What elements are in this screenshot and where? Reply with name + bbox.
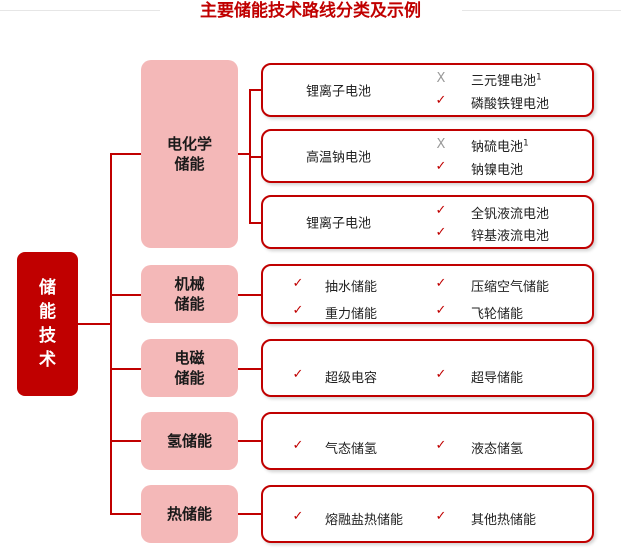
connector-branch bbox=[110, 440, 141, 442]
connector-to-box bbox=[238, 513, 261, 515]
category-thermal: 热储能 bbox=[141, 485, 238, 543]
example-box-electromagnetic: ✓ 超级电容 ✓ 超导储能 bbox=[261, 339, 594, 397]
connector-branch bbox=[110, 153, 141, 155]
check-icon: ✓ bbox=[435, 203, 447, 218]
box-label: 高温钠电池 bbox=[306, 150, 372, 166]
title-rule-right bbox=[462, 10, 621, 11]
example-item: 气态储氢 bbox=[325, 442, 378, 457]
example-item: 锌基液流电池 bbox=[471, 229, 550, 244]
example-item: 钠硫电池1 bbox=[471, 138, 529, 155]
example-item: 全钒液流电池 bbox=[471, 207, 550, 222]
example-item: 液态储氢 bbox=[471, 442, 524, 457]
check-icon: ✓ bbox=[435, 509, 447, 524]
box-label: 锂离子电池 bbox=[306, 216, 372, 232]
example-item: 超级电容 bbox=[325, 371, 378, 386]
check-icon: ✓ bbox=[292, 303, 304, 318]
example-item: 三元锂电池1 bbox=[471, 72, 542, 89]
example-box-hydrogen: ✓ 气态储氢 ✓ 液态储氢 bbox=[261, 412, 594, 470]
root-char: 能 bbox=[39, 302, 56, 322]
check-icon: ✓ bbox=[292, 276, 304, 291]
example-item: 抽水储能 bbox=[325, 280, 378, 295]
check-icon: ✓ bbox=[292, 509, 304, 524]
category-label: 氢储能 bbox=[166, 432, 212, 450]
example-item: 钠镍电池 bbox=[471, 163, 524, 178]
example-item: 重力储能 bbox=[325, 307, 378, 322]
check-icon: ✓ bbox=[435, 303, 447, 318]
category-electrochemical: 电化学 储能 bbox=[141, 60, 238, 248]
example-box-mechanical: ✓ 抽水储能 ✓ 压缩空气储能 ✓ 重力储能 ✓ 飞轮储能 bbox=[261, 264, 594, 324]
connector-to-box bbox=[238, 294, 261, 296]
category-hydrogen: 氢储能 bbox=[141, 412, 238, 470]
category-label: 热储能 bbox=[166, 505, 212, 523]
cross-icon: X bbox=[436, 71, 446, 86]
connector-root bbox=[78, 323, 111, 325]
example-item: 超导储能 bbox=[471, 371, 524, 386]
category-mechanical: 机械 储能 bbox=[141, 265, 238, 323]
example-item: 熔融盐热储能 bbox=[325, 513, 404, 528]
connector-branch bbox=[110, 513, 141, 515]
root-char: 术 bbox=[39, 350, 56, 370]
example-item: 压缩空气储能 bbox=[471, 280, 550, 295]
category-label: 电化学 bbox=[166, 135, 212, 153]
check-icon: ✓ bbox=[435, 93, 447, 108]
check-icon: ✓ bbox=[292, 367, 304, 382]
connector-branch bbox=[110, 294, 141, 296]
connector-to-box bbox=[238, 440, 261, 442]
footnote-mark: 1 bbox=[536, 72, 542, 83]
category-label: 机械 bbox=[174, 275, 205, 293]
check-icon: ✓ bbox=[435, 276, 447, 291]
connector-to-box bbox=[249, 89, 261, 91]
root-char: 技 bbox=[39, 326, 56, 346]
connector-branch bbox=[110, 368, 141, 370]
category-electromagnetic: 电磁 储能 bbox=[141, 339, 238, 397]
root-char: 储 bbox=[39, 278, 56, 298]
connector-cat-to-boxes bbox=[238, 153, 250, 155]
connector-to-box bbox=[249, 222, 261, 224]
category-label: 电磁 bbox=[174, 349, 205, 367]
box-label: 锂离子电池 bbox=[306, 84, 372, 100]
page-title: 主要储能技术路线分类及示例 bbox=[200, 1, 421, 21]
check-icon: ✓ bbox=[435, 367, 447, 382]
example-item: 其他热储能 bbox=[471, 513, 537, 528]
check-icon: ✓ bbox=[435, 159, 447, 174]
example-box-thermal: ✓ 熔融盐热储能 ✓ 其他热储能 bbox=[261, 485, 594, 543]
connector-vertical bbox=[249, 89, 251, 222]
title-rule-left bbox=[0, 10, 160, 11]
example-item: 磷酸铁锂电池 bbox=[471, 97, 550, 112]
check-icon: ✓ bbox=[292, 438, 304, 453]
category-label: 储能 bbox=[174, 295, 205, 313]
check-icon: ✓ bbox=[435, 438, 447, 453]
cross-icon: X bbox=[436, 137, 446, 152]
example-box-lithium-ion: 锂离子电池 X 三元锂电池1 ✓ 磷酸铁锂电池 bbox=[261, 63, 594, 117]
connector-trunk bbox=[110, 153, 112, 514]
connector-to-box bbox=[238, 368, 261, 370]
example-item: 飞轮储能 bbox=[471, 307, 524, 322]
category-label: 储能 bbox=[174, 369, 205, 387]
connector-to-box bbox=[249, 156, 261, 158]
example-box-flow-battery: 锂离子电池 ✓ 全钒液流电池 ✓ 锌基液流电池 bbox=[261, 195, 594, 249]
category-label: 储能 bbox=[174, 155, 205, 173]
root-node: 储 能 技 术 bbox=[17, 252, 78, 396]
example-box-high-temp-sodium: 高温钠电池 X 钠硫电池1 ✓ 钠镍电池 bbox=[261, 129, 594, 183]
footnote-mark: 1 bbox=[523, 138, 529, 149]
check-icon: ✓ bbox=[435, 225, 447, 240]
